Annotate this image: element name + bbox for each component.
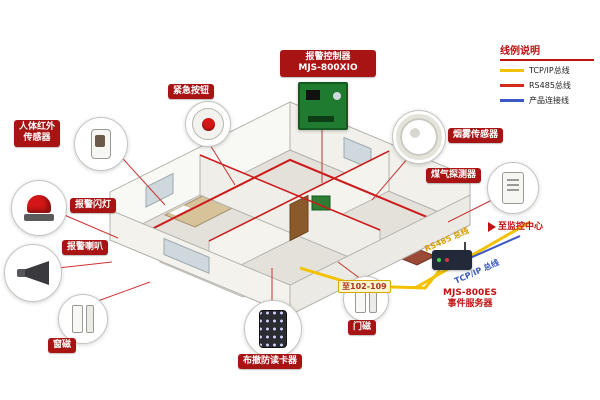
card-reader-image [244,300,302,358]
emergency-button-icon [192,108,224,140]
window-contact-image [58,294,108,344]
legend-title: 线例说明 [500,42,594,61]
alarm-strobe-label: 报警闪灯 [70,198,117,214]
alarm-horn-label: 报警喇叭 [62,240,109,256]
alarm-strobe-icon [24,195,54,221]
monitoring-center-label: 至监控中心 [488,222,543,233]
arrow-right-icon [488,222,496,233]
emergency-button-image [185,101,231,147]
legend-item-rs485: RS485总线 [500,80,594,91]
emergency-button-label: 紧急按钮 [168,84,215,100]
event-server-label: MJS-800ES 事件服务器 [443,288,497,309]
tcpip-line-swatch [500,69,524,72]
event-server-image [432,242,472,270]
legend-item-label: TCP/IP总线 [529,66,570,75]
smoke-sensor-icon [396,114,442,160]
legend: 线例说明 TCP/IP总线 RS485总线 产品连接线 [500,42,594,110]
gas-detector-label: 煤气探测器 [426,168,482,184]
rs485-line-swatch [500,84,524,87]
card-reader-label: 布撤防读卡器 [238,354,303,370]
legend-item-label: 产品连接线 [529,96,569,105]
room-range-wire-label: 至102-109 [338,280,391,293]
smoke-sensor-image [392,110,446,164]
window-contact-label: 窗磁 [48,338,77,354]
gas-detector-icon [502,172,524,204]
smoke-sensor-label: 烟雾传感器 [448,128,504,144]
legend-item-label: RS485总线 [529,81,571,90]
legend-item-product-link: 产品连接线 [500,95,594,106]
controller-label: 报警控制器 MJS-800XIO [280,50,376,77]
legend-item-tcpip: TCP/IP总线 [500,65,594,76]
alarm-strobe-image [11,180,67,236]
alarm-horn-icon [17,261,49,285]
product-line-swatch [500,99,524,102]
pir-sensor-icon [91,129,111,159]
pir-sensor-image [74,117,128,171]
card-reader-icon [259,310,287,348]
window-contact-icon [72,305,94,333]
alarm-horn-image [4,244,62,302]
controller-board-image [298,82,348,130]
door-contact-label: 门磁 [348,320,377,336]
gas-detector-image [487,162,539,214]
pir-sensor-label: 人体红外 传感器 [14,120,61,147]
